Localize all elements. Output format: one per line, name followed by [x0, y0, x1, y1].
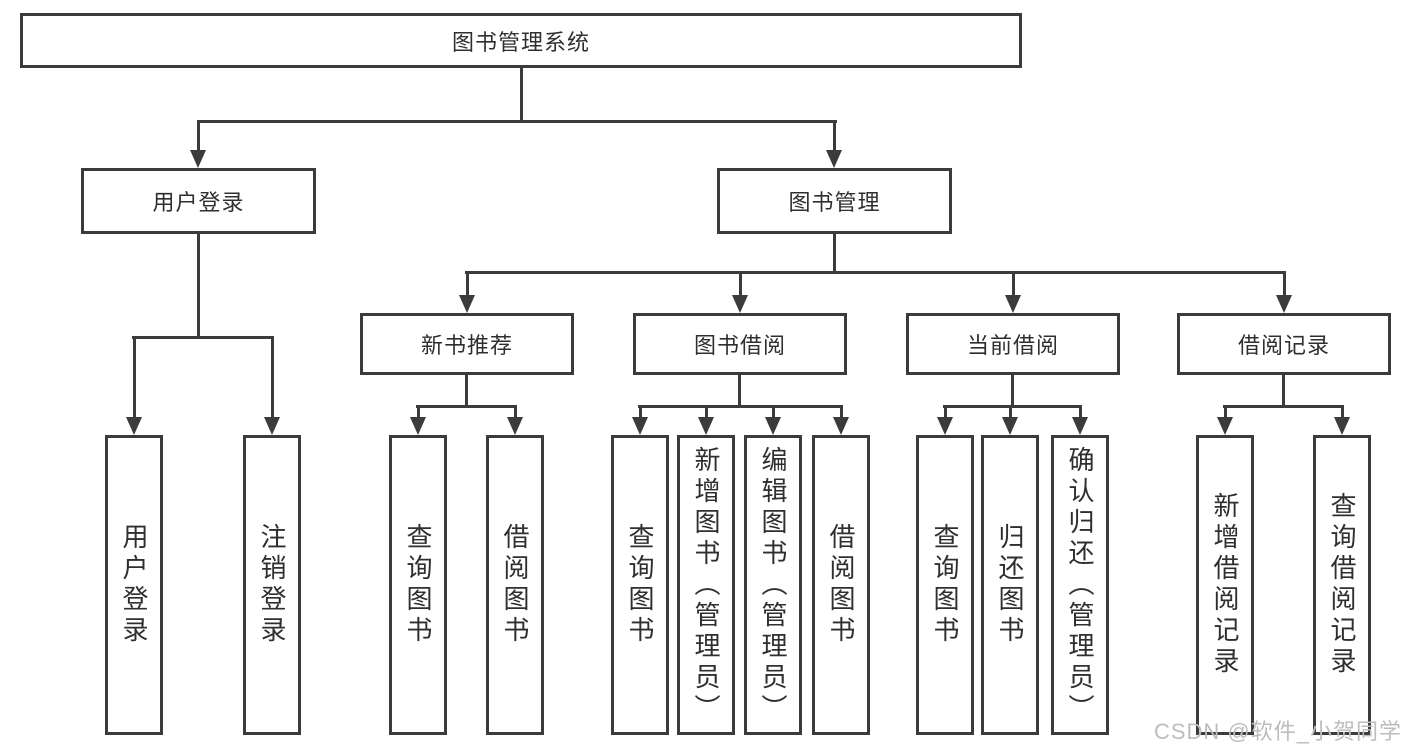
node-label: 图书管理系统 — [451, 29, 590, 55]
node-user-login: 用户登录 — [81, 168, 316, 234]
arrow-to-leaf-borrow-recommend — [507, 405, 523, 435]
arrow-to-leaf-query-borrowing — [632, 405, 648, 435]
arrow-to-leaf-query-record — [1334, 405, 1350, 435]
leaf-add-borrow-record: 新增借阅记录 — [1196, 435, 1254, 735]
leaf-label: 借阅图书 — [826, 523, 856, 647]
node-label: 当前借阅 — [966, 333, 1059, 358]
arrow-to-leaf-edit-books — [765, 405, 781, 435]
node-label: 图书借阅 — [693, 333, 786, 358]
node-label: 图书管理 — [788, 190, 881, 215]
leaf-user-login: 用户登录 — [105, 435, 163, 735]
leaf-label: 查询借阅记录 — [1327, 492, 1357, 678]
leaf-label: 借阅图书 — [500, 523, 530, 647]
node-new-book-recommendation: 新书推荐 — [360, 313, 574, 375]
arrow-to-leaf-add-books — [698, 405, 714, 435]
leaf-label: 查询图书 — [930, 523, 960, 647]
arrow-to-leaf-logout — [264, 336, 280, 435]
arrow-to-user-login — [190, 120, 206, 168]
leaf-add-books-admin: 新增图书（管理员） — [677, 435, 735, 735]
connector-recommendation-stem — [465, 375, 468, 405]
node-borrowing-records: 借阅记录 — [1177, 313, 1391, 375]
arrow-to-book-management — [826, 120, 842, 168]
connector-current-stem — [1011, 375, 1014, 405]
leaf-query-borrow-record: 查询借阅记录 — [1313, 435, 1371, 735]
connector-recommendation-bus — [416, 405, 517, 408]
arrow-to-leaf-query-recommend — [410, 405, 426, 435]
arrow-to-leaf-add-record — [1217, 405, 1233, 435]
leaf-query-books-current: 查询图书 — [916, 435, 974, 735]
leaf-label: 查询图书 — [403, 523, 433, 647]
leaf-label: 确认归还（管理员） — [1065, 445, 1095, 725]
node-library-management-system: 图书管理系统 — [20, 13, 1022, 68]
leaf-label: 查询图书 — [625, 523, 655, 647]
arrow-to-leaf-return-books — [1002, 405, 1018, 435]
connector-user-login-bus — [132, 336, 274, 339]
leaf-borrow-books-recommend: 借阅图书 — [486, 435, 544, 735]
node-book-management: 图书管理 — [717, 168, 952, 234]
arrow-to-leaf-user-login — [126, 336, 142, 435]
connector-borrowing-stem — [738, 375, 741, 405]
arrow-to-borrowing-records — [1276, 271, 1292, 313]
node-label: 新书推荐 — [420, 333, 513, 358]
leaf-query-books-borrowing: 查询图书 — [611, 435, 669, 735]
arrow-to-leaf-borrow-borrowing — [833, 405, 849, 435]
connector-borrowing-bus — [638, 405, 843, 408]
connector-current-bus — [943, 405, 1082, 408]
node-label: 用户登录 — [152, 190, 245, 215]
connector-level1-bus — [197, 120, 837, 123]
leaf-label: 新增借阅记录 — [1210, 492, 1240, 678]
connector-root-stem — [520, 68, 523, 120]
connector-records-stem — [1282, 375, 1285, 405]
leaf-edit-books-admin: 编辑图书（管理员） — [744, 435, 802, 735]
node-label: 借阅记录 — [1237, 333, 1330, 358]
leaf-label: 归还图书 — [995, 523, 1025, 647]
leaf-query-books-recommend: 查询图书 — [389, 435, 447, 735]
leaf-return-books: 归还图书 — [981, 435, 1039, 735]
connector-book-management-stem — [833, 234, 836, 271]
leaf-label: 用户登录 — [119, 523, 149, 647]
leaf-label: 新增图书（管理员） — [691, 445, 721, 725]
leaf-borrow-books-borrowing: 借阅图书 — [812, 435, 870, 735]
leaf-confirm-return-admin: 确认归还（管理员） — [1051, 435, 1109, 735]
leaf-label: 注销登录 — [257, 523, 287, 647]
arrow-to-new-book-recommendation — [459, 271, 475, 313]
arrow-to-book-borrowing — [732, 271, 748, 313]
arrow-to-current-borrowing — [1005, 271, 1021, 313]
connector-level2-bus — [465, 271, 1286, 274]
arrow-to-leaf-confirm-return — [1072, 405, 1088, 435]
leaf-label: 编辑图书（管理员） — [758, 445, 788, 725]
csdn-watermark: CSDN @软件_小贺同学 — [1153, 719, 1402, 744]
connector-user-login-stem — [197, 234, 200, 336]
node-current-borrowing: 当前借阅 — [906, 313, 1120, 375]
arrow-to-leaf-query-current — [937, 405, 953, 435]
node-book-borrowing: 图书借阅 — [633, 313, 847, 375]
connector-records-bus — [1223, 405, 1344, 408]
leaf-logout: 注销登录 — [243, 435, 301, 735]
